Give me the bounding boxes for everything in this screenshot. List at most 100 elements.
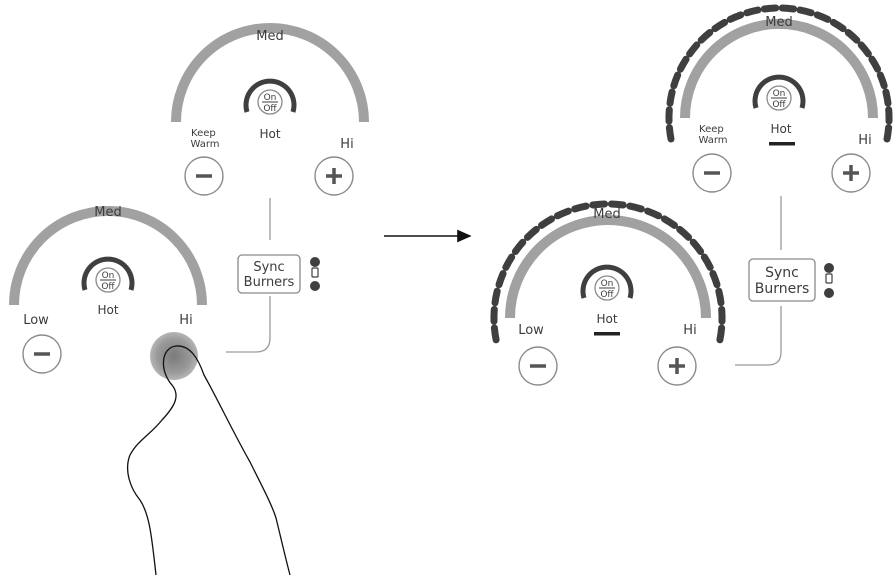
- sync-connector-line: [735, 196, 782, 366]
- before-bottom-burner: Med On Off Hot Low Hi: [9, 205, 207, 380]
- heat-level-segment: [716, 324, 726, 344]
- power-on-label: On: [773, 89, 786, 99]
- med-label: Med: [765, 15, 792, 30]
- power-ring: [81, 256, 135, 291]
- minus-button[interactable]: [184, 156, 224, 196]
- heat-level-segment: [715, 287, 725, 307]
- hot-label: Hot: [97, 303, 118, 317]
- sync-label: Sync: [765, 265, 799, 281]
- heat-level-segment: [523, 225, 540, 241]
- heat-level-segment: [697, 29, 714, 44]
- after-sync-burners-button[interactable]: Sync Burners: [748, 258, 816, 302]
- heat-level-segment: [676, 55, 690, 73]
- heat-level-arc: [171, 23, 369, 123]
- touch-indicator[interactable]: [150, 332, 198, 380]
- hi-label: Hi: [340, 137, 353, 152]
- heat-level-segment: [665, 124, 675, 143]
- keep-warm-label: Keep Warm: [190, 128, 219, 150]
- heat-level-segment: [495, 270, 507, 289]
- heat-level-segment: [660, 215, 678, 229]
- heat-level-segment: [876, 71, 888, 90]
- heat-level-segment: [490, 324, 500, 344]
- finger-icon: [126, 345, 291, 575]
- med-label: Med: [256, 29, 283, 44]
- power-on-label: On: [601, 279, 614, 289]
- heat-level-segment: [491, 287, 501, 307]
- heat-level-segment: [868, 55, 882, 73]
- med-label: Med: [593, 207, 620, 222]
- before-top-burner: Med On Off Hot Keep Warm Hi: [171, 23, 369, 196]
- heat-level-segment: [670, 71, 682, 90]
- hot-label: Hot: [770, 122, 791, 136]
- heat-level-segments: [665, 4, 893, 143]
- sync-connector-line: [226, 198, 271, 353]
- power-ring: [752, 74, 806, 109]
- hi-label: Hi: [179, 313, 192, 328]
- plus-button[interactable]: [831, 153, 871, 193]
- heat-level-segment: [686, 41, 701, 58]
- heat-level-segment: [700, 253, 714, 271]
- heat-level-segment: [883, 124, 893, 143]
- heat-level-segment: [553, 207, 572, 220]
- plus-icon: [669, 358, 685, 374]
- power-off-label: Off: [263, 104, 277, 114]
- burners-label: Burners: [244, 275, 295, 290]
- plus-icon: [326, 168, 342, 184]
- power-off-label: Off: [600, 290, 614, 300]
- minus-button[interactable]: [692, 153, 732, 193]
- sync-indicator-icon: [310, 257, 320, 291]
- sync-label: Sync: [253, 260, 284, 275]
- heat-level-arc: [505, 215, 711, 319]
- minus-button[interactable]: [22, 334, 62, 374]
- hot-label: Hot: [259, 127, 280, 141]
- heat-level-segment: [644, 207, 663, 220]
- heat-level-segment: [571, 202, 590, 213]
- burners-label: Burners: [755, 281, 810, 297]
- heat-level-segment: [829, 18, 847, 33]
- heat-level-segment: [689, 238, 705, 255]
- heat-level-segment: [760, 4, 780, 13]
- plus-button[interactable]: [314, 156, 354, 196]
- heat-level-segment: [743, 6, 762, 17]
- heat-level-arc: [9, 206, 207, 306]
- heat-level-arc: [680, 19, 878, 119]
- plus-button[interactable]: [657, 346, 697, 386]
- keep-warm-label: Keep Warm: [698, 124, 727, 146]
- power-ring: [580, 264, 634, 299]
- minus-button[interactable]: [518, 346, 558, 386]
- power-off-label: Off: [101, 282, 115, 292]
- heat-level-segment: [857, 41, 872, 58]
- power-off-label: Off: [772, 100, 786, 110]
- heat-level-segment: [882, 88, 892, 107]
- heat-level-segment: [666, 88, 676, 107]
- low-label: Low: [23, 313, 49, 328]
- heat-level-segments: [490, 200, 726, 344]
- heat-level-segment: [538, 215, 556, 229]
- power-button[interactable]: On Off: [766, 85, 792, 111]
- after-bottom-burner: Med On Off Hot Low Hi: [490, 200, 726, 386]
- power-on-label: On: [264, 93, 277, 103]
- heat-level-segment: [796, 6, 815, 17]
- heat-level-segment: [844, 29, 861, 44]
- hot-label: Hot: [596, 312, 617, 326]
- heat-level-segment: [726, 11, 745, 23]
- power-on-label: On: [102, 271, 115, 281]
- power-button[interactable]: On Off: [594, 275, 620, 301]
- heat-level-segment: [709, 270, 721, 289]
- heat-level-segment: [589, 200, 609, 209]
- before-sync-burners-button[interactable]: Sync Burners: [237, 254, 301, 294]
- plus-icon: [843, 165, 859, 181]
- heat-level-segment: [626, 202, 645, 213]
- power-button[interactable]: On Off: [257, 89, 283, 115]
- hi-label: Hi: [858, 133, 871, 148]
- hot-indicator-bar: [769, 142, 795, 146]
- after-top-burner: Med On Off Hot Keep Warm Hi: [665, 4, 893, 193]
- heat-level-segment: [711, 18, 729, 33]
- power-ring: [243, 78, 297, 113]
- heat-level-segment: [511, 238, 527, 255]
- heat-level-segment: [502, 253, 516, 271]
- med-label: Med: [94, 205, 121, 220]
- power-button[interactable]: On Off: [95, 267, 121, 293]
- hot-indicator-bar: [594, 332, 620, 336]
